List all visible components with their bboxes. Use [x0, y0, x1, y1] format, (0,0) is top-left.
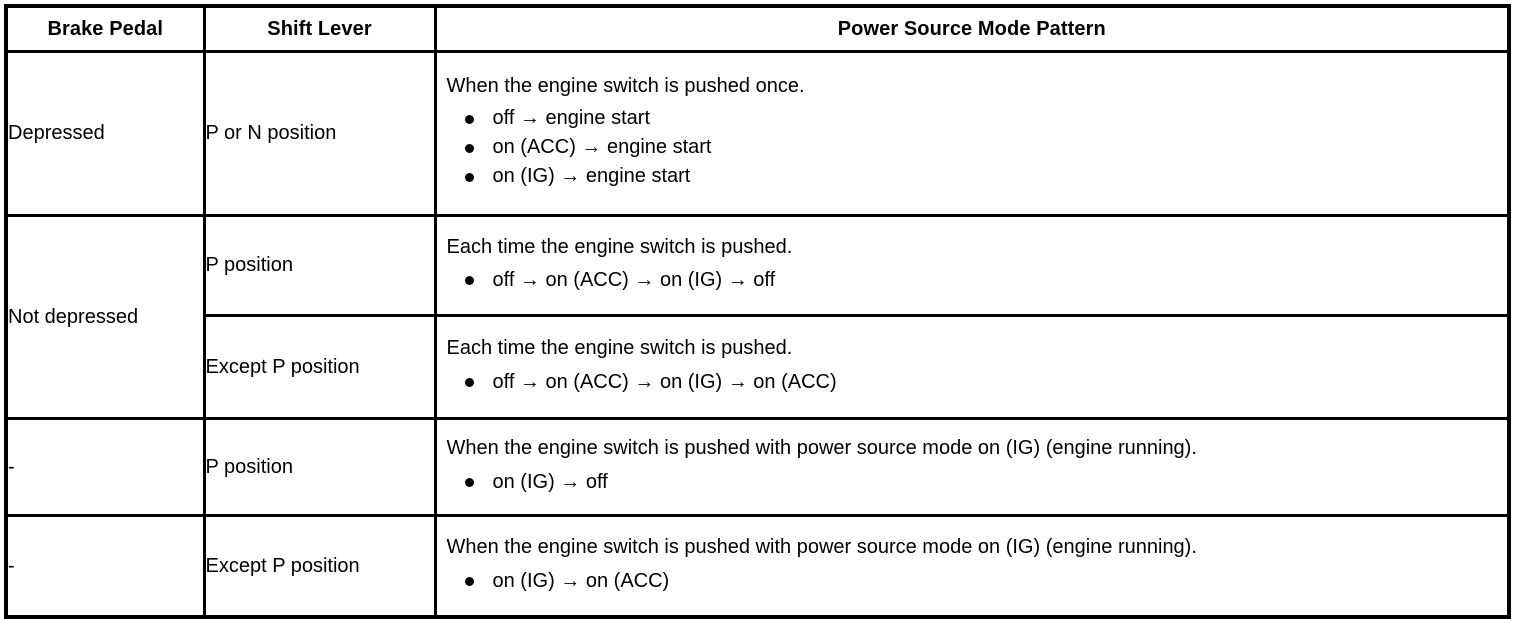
cell-pattern-none-except-p: When the engine switch is pushed with po…	[433, 514, 1511, 619]
column-header-brake-pedal: Brake Pedal	[4, 4, 206, 53]
cell-pattern-not-depressed-p: Each time the engine switch is pushed. o…	[433, 214, 1511, 317]
list-item: on (IG) → engine start	[447, 162, 1498, 191]
table-row: Depressed P or N position When the engin…	[4, 50, 1511, 217]
pattern-lead-text: Each time the engine switch is pushed.	[446, 337, 793, 360]
list-item-label: on (IG) → off	[492, 470, 608, 493]
bullet-icon	[464, 477, 474, 487]
power-source-mode-table: Brake Pedal Shift Lever Power Source Mod…	[4, 4, 1511, 619]
table-body: Depressed P or N position When the engin…	[4, 50, 1511, 619]
list-item-label: on (ACC) → engine start	[492, 136, 712, 159]
cell-pattern-not-depressed-except-p: Each time the engine switch is pushed. o…	[433, 314, 1511, 420]
pattern-item-list: on (IG) → on (ACC)	[447, 566, 1498, 596]
pattern-content: Each time the engine switch is pushed. o…	[437, 327, 1508, 407]
bullet-icon	[464, 143, 474, 153]
cell-shift-lever-except-p-position-2: Except P position	[202, 514, 437, 619]
cell-brake-pedal-not-depressed: Not depressed	[4, 214, 206, 420]
pattern-lead-text: When the engine switch is pushed once.	[446, 74, 805, 97]
cell-brake-pedal-none-1: -	[4, 417, 206, 517]
table-row: - Except P position When the engine swit…	[4, 514, 1511, 619]
list-item: on (IG) → on (ACC)	[447, 566, 1498, 596]
pattern-lead-text: When the engine switch is pushed with po…	[446, 437, 1197, 460]
list-item: off → on (ACC) → on (IG) → off	[447, 265, 1498, 295]
header-row: Brake Pedal Shift Lever Power Source Mod…	[4, 4, 1511, 53]
cell-shift-lever-p-position: P position	[202, 214, 437, 317]
list-item: on (IG) → off	[447, 467, 1498, 497]
list-item-label: off → engine start	[492, 107, 651, 130]
bullet-icon	[464, 172, 474, 182]
pattern-lead-text: Each time the engine switch is pushed.	[446, 235, 793, 258]
pattern-item-list: on (IG) → off	[447, 467, 1498, 497]
cell-pattern-depressed-p-or-n: When the engine switch is pushed once. o…	[433, 50, 1511, 217]
bullet-icon	[464, 276, 474, 286]
bullet-icon	[464, 576, 474, 586]
list-item-label: on (IG) → engine start	[492, 165, 691, 188]
pattern-content: When the engine switch is pushed with po…	[437, 526, 1508, 606]
cell-pattern-none-p: When the engine switch is pushed with po…	[433, 417, 1511, 517]
pattern-item-list: off → on (ACC) → on (IG) → on (ACC)	[447, 367, 1498, 397]
cell-brake-pedal-none-2: -	[4, 514, 206, 619]
pattern-item-list: off → engine start on (ACC) → engine sta…	[447, 104, 1498, 191]
table-row: Not depressed P position Each time the e…	[4, 214, 1511, 420]
table-header: Brake Pedal Shift Lever Power Source Mod…	[4, 4, 1511, 53]
pattern-lead-text: When the engine switch is pushed with po…	[446, 536, 1197, 559]
cell-shift-lever-p-position-2: P position	[202, 417, 437, 517]
table-row: Except P position Each time the engine s…	[6, 314, 1511, 420]
column-header-shift-lever: Shift Lever	[202, 4, 437, 53]
list-item: off → on (ACC) → on (IG) → on (ACC)	[447, 367, 1498, 397]
list-item-label: on (IG) → on (ACC)	[492, 569, 670, 592]
bullet-icon	[464, 114, 474, 124]
pattern-item-list: off → on (ACC) → on (IG) → off	[447, 265, 1498, 295]
cell-brake-pedal-depressed: Depressed	[4, 50, 206, 217]
cell-shift-lever-except-p-position: Except P position	[202, 314, 437, 420]
list-item: off → engine start	[447, 104, 1498, 133]
cell-shift-lever-p-or-n-position: P or N position	[202, 50, 437, 217]
list-item-label: off → on (ACC) → on (IG) → on (ACC)	[492, 370, 837, 393]
column-header-power-source-mode-pattern: Power Source Mode Pattern	[433, 4, 1511, 53]
list-item-label: off → on (ACC) → on (IG) → off	[492, 269, 776, 292]
pattern-content: When the engine switch is pushed with po…	[437, 427, 1508, 507]
list-item: on (ACC) → engine start	[447, 133, 1498, 162]
pattern-content: Each time the engine switch is pushed. o…	[437, 226, 1508, 306]
spec-table-container: Brake Pedal Shift Lever Power Source Mod…	[4, 4, 1511, 619]
bullet-icon	[464, 377, 474, 387]
pattern-content: When the engine switch is pushed once. o…	[437, 66, 1508, 202]
table-row: - P position When the engine switch is p…	[4, 417, 1511, 517]
